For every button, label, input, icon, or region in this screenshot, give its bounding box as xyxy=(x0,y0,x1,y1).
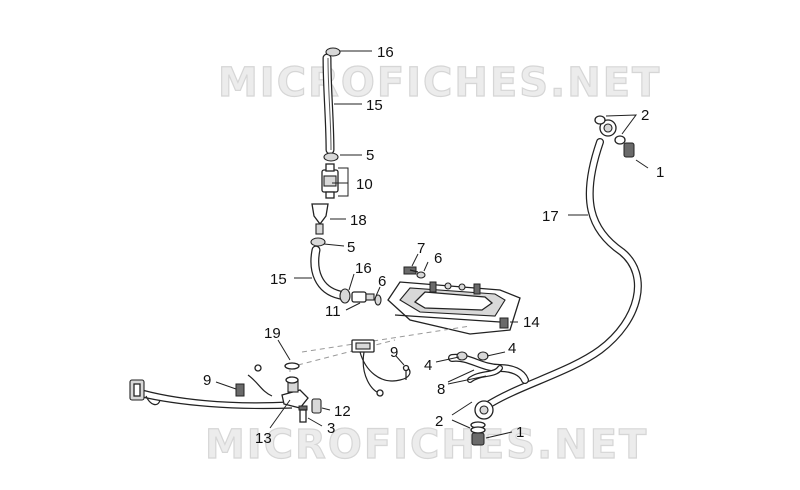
union-fitting xyxy=(351,291,375,303)
clip-lower xyxy=(310,237,326,247)
watermark-bottom: MICROFICHES.NET xyxy=(205,422,648,468)
bracket xyxy=(281,376,309,409)
callout-4-right: 4 xyxy=(508,340,516,357)
callout-18: 18 xyxy=(350,212,367,229)
spacer xyxy=(311,398,322,414)
watermark-top: MICROFICHES.NET xyxy=(218,60,661,106)
callout-11: 11 xyxy=(325,303,341,320)
callout-8: 8 xyxy=(437,381,445,398)
callout-1-top: 1 xyxy=(656,164,664,181)
callout-labels: 16 15 5 10 18 5 15 16 6 11 7 6 14 19 9 9… xyxy=(203,44,664,447)
screw-left xyxy=(235,383,245,397)
callout-19: 19 xyxy=(264,325,281,342)
callout-12: 12 xyxy=(334,403,351,420)
clip-4-right xyxy=(477,351,489,361)
callout-2-bottom: 2 xyxy=(435,413,443,430)
screw-right xyxy=(499,317,509,329)
clip-4-left xyxy=(456,351,468,361)
callout-16-lower: 16 xyxy=(355,260,372,277)
callout-7: 7 xyxy=(417,240,425,257)
washer-lower xyxy=(374,294,382,306)
clip-top xyxy=(325,47,341,57)
hose-lower xyxy=(310,245,345,300)
callout-14: 14 xyxy=(523,314,540,331)
callout-1-bottom: 1 xyxy=(516,424,524,441)
return-hose xyxy=(448,353,529,384)
callout-17: 17 xyxy=(542,208,559,225)
leader-lines xyxy=(215,50,649,439)
callout-5-upper: 5 xyxy=(366,147,374,164)
callout-10: 10 xyxy=(356,176,373,193)
level-sensor xyxy=(351,339,411,397)
screw-top xyxy=(403,266,419,275)
callout-3: 3 xyxy=(327,420,335,437)
clip-lower-hose xyxy=(339,288,351,304)
callout-16-top: 16 xyxy=(377,44,394,61)
washer-upper xyxy=(416,271,426,279)
banjo-bottom xyxy=(470,400,494,446)
wiring-harness xyxy=(129,364,293,410)
callout-2-top: 2 xyxy=(641,107,649,124)
fitting xyxy=(311,203,329,235)
callout-9-right: 9 xyxy=(390,344,398,361)
fuel-filter xyxy=(321,163,339,199)
clip-upper xyxy=(323,152,339,162)
callout-13: 13 xyxy=(255,430,272,447)
callout-4-left: 4 xyxy=(424,357,432,374)
callout-5-lower: 5 xyxy=(347,239,355,256)
washer-19 xyxy=(284,362,300,370)
screw-bottom xyxy=(298,405,308,423)
callout-9-left: 9 xyxy=(203,372,211,389)
fuel-pipe xyxy=(484,138,642,409)
callout-15-lower: 15 xyxy=(270,271,287,288)
banjo-top xyxy=(594,115,635,158)
fuel-pump-plate xyxy=(387,281,521,335)
hose-upper xyxy=(322,53,335,155)
screw-right-small xyxy=(402,364,410,380)
callout-6-lower: 6 xyxy=(378,273,386,290)
callout-6-upper: 6 xyxy=(434,250,442,267)
callout-15-upper: 15 xyxy=(366,97,383,114)
